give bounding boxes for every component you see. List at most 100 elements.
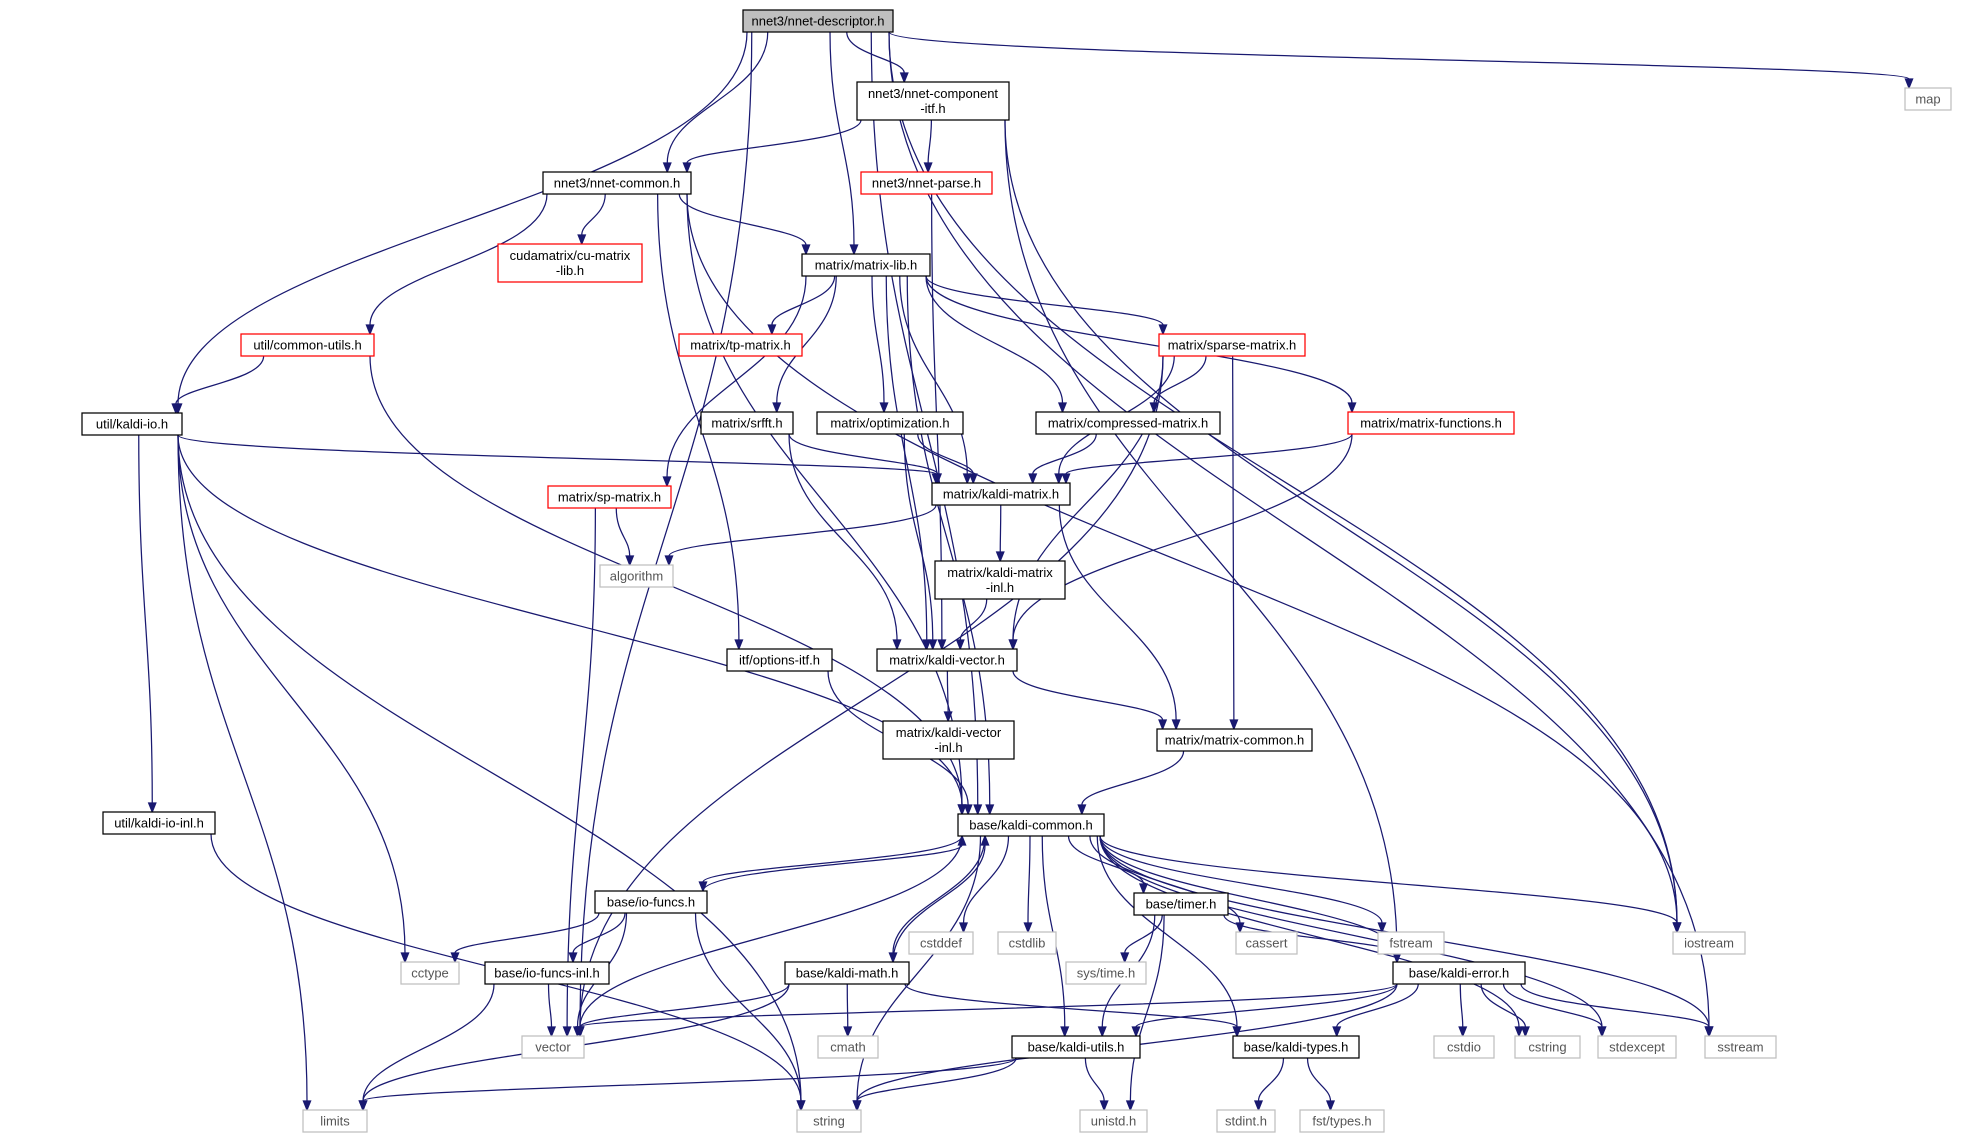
edge-compressed-matrix-to-kaldi-matrix <box>1028 433 1097 485</box>
node-label: nnet3/nnet-common.h <box>554 176 680 191</box>
node-tp-matrix[interactable]: matrix/tp-matrix.h <box>678 333 803 357</box>
edge-kaldi-error-to-kaldi-types <box>1332 983 1419 1038</box>
node-kaldi-error[interactable]: base/kaldi-error.h <box>1392 961 1526 985</box>
node-io-funcs[interactable]: base/io-funcs.h <box>594 890 708 914</box>
edge-nnet-common-to-matrix-lib <box>678 193 811 256</box>
node-matrix-common[interactable]: matrix/matrix-common.h <box>1156 728 1313 752</box>
node-compressed-matrix[interactable]: matrix/compressed-matrix.h <box>1035 411 1221 435</box>
node-cu-matrix-lib[interactable]: cudamatrix/cu-matrix-lib.h <box>497 243 643 283</box>
node-srfft[interactable]: matrix/srfft.h <box>700 411 794 435</box>
node-box <box>856 81 1010 121</box>
node-label: matrix/matrix-lib.h <box>815 258 918 273</box>
node-kaldi-matrix-inl[interactable]: matrix/kaldi-matrix-inl.h <box>934 560 1066 600</box>
edge-kaldi-utils-to-string <box>852 1057 1017 1112</box>
node-kaldi-io[interactable]: util/kaldi-io.h <box>81 412 183 436</box>
edge-kaldi-common-to-vector <box>575 835 963 1038</box>
node-box <box>1377 931 1445 955</box>
edge-matrix-lib-to-tp-matrix <box>767 275 836 336</box>
node-label: base/kaldi-utils.h <box>1028 1040 1125 1055</box>
edge-kaldi-matrix-to-matrix-common <box>1058 504 1181 731</box>
node-box <box>678 333 803 357</box>
node-nnet-descriptor[interactable]: nnet3/nnet-descriptor.h <box>742 9 894 33</box>
edge-kaldi-common-to-cstring <box>1099 835 1524 1038</box>
edge-matrix-lib-to-optimization <box>871 275 889 414</box>
node-label: cstddef <box>920 936 962 951</box>
node-label: fst/types.h <box>1312 1114 1371 1129</box>
node-label: stdexcept <box>1609 1040 1665 1055</box>
node-map: map <box>1904 87 1952 111</box>
node-sp-matrix[interactable]: matrix/sp-matrix.h <box>547 485 672 509</box>
node-kaldi-vector-inl[interactable]: matrix/kaldi-vector-inl.h <box>882 720 1015 760</box>
edge-optimization-to-kaldi-vector <box>903 433 938 651</box>
node-label: -itf.h <box>920 101 945 116</box>
node-box <box>1079 1109 1148 1133</box>
node-label: matrix/tp-matrix.h <box>690 338 790 353</box>
node-box <box>931 482 1071 506</box>
edge-srfft-to-kaldi-matrix <box>788 433 943 485</box>
node-kaldi-io-inl[interactable]: util/kaldi-io-inl.h <box>102 811 216 835</box>
node-io-funcs-inl[interactable]: base/io-funcs-inl.h <box>484 961 610 985</box>
node-box <box>860 171 993 195</box>
node-label: unistd.h <box>1091 1114 1137 1129</box>
edge-kaldi-io-to-cctype <box>177 434 410 964</box>
node-kaldi-math[interactable]: base/kaldi-math.h <box>784 961 910 985</box>
node-cctype: cctype <box>400 961 460 985</box>
edge-kaldi-matrix-to-algorithm <box>664 504 937 567</box>
node-box <box>1392 961 1526 985</box>
node-optimization[interactable]: matrix/optimization.h <box>816 411 964 435</box>
edge-srfft-to-kaldi-vector <box>788 433 902 651</box>
node-box <box>594 890 708 914</box>
edge-matrix-functions-to-kaldi-vector <box>1008 433 1353 651</box>
edge-io-funcs-to-io-funcs-inl <box>568 912 626 964</box>
node-nnet-component-itf[interactable]: nnet3/nnet-component-itf.h <box>856 81 1010 121</box>
node-common-utils[interactable]: util/common-utils.h <box>240 333 375 357</box>
edge-nnet-component-itf-to-iostream <box>1004 119 1682 934</box>
node-box <box>599 564 674 588</box>
node-fstream: fstream <box>1377 931 1445 955</box>
node-unistd: unistd.h <box>1079 1109 1148 1133</box>
node-nnet-parse[interactable]: nnet3/nnet-parse.h <box>860 171 993 195</box>
node-box <box>102 811 216 835</box>
edge-kaldi-io-to-string <box>177 434 806 1112</box>
node-box <box>801 253 931 277</box>
node-label: limits <box>320 1114 350 1129</box>
node-box <box>1216 1109 1276 1133</box>
node-box <box>742 9 894 33</box>
node-kaldi-matrix[interactable]: matrix/kaldi-matrix.h <box>931 482 1071 506</box>
node-box <box>726 648 833 672</box>
edge-kaldi-error-to-kaldi-utils <box>1131 983 1398 1038</box>
edge-matrix-lib-to-kaldi-matrix <box>899 275 972 485</box>
node-label: cudamatrix/cu-matrix <box>510 248 631 263</box>
node-nnet-common[interactable]: nnet3/nnet-common.h <box>542 171 692 195</box>
node-label: nnet3/nnet-descriptor.h <box>752 14 885 29</box>
node-timer[interactable]: base/timer.h <box>1133 892 1229 916</box>
node-options-itf[interactable]: itf/options-itf.h <box>726 648 833 672</box>
edge-nnet-descriptor-to-matrix-lib <box>829 31 859 256</box>
node-label: nnet3/nnet-component <box>868 86 998 101</box>
node-kaldi-utils[interactable]: base/kaldi-utils.h <box>1011 1035 1141 1059</box>
node-kaldi-common[interactable]: base/kaldi-common.h <box>957 813 1105 837</box>
node-label: -inl.h <box>986 580 1014 595</box>
node-box <box>1035 411 1221 435</box>
node-kaldi-types[interactable]: base/kaldi-types.h <box>1232 1035 1360 1059</box>
edge-io-funcs-to-kaldi-common <box>702 834 967 892</box>
node-matrix-functions[interactable]: matrix/matrix-functions.h <box>1347 411 1515 435</box>
node-label: matrix/kaldi-vector.h <box>889 653 1005 668</box>
node-matrix-lib[interactable]: matrix/matrix-lib.h <box>801 253 931 277</box>
node-kaldi-vector[interactable]: matrix/kaldi-vector.h <box>876 648 1018 672</box>
node-label: sys/time.h <box>1077 966 1136 981</box>
node-box <box>1704 1035 1777 1059</box>
edge-kaldi-utils-to-limits <box>358 1057 1017 1112</box>
node-box <box>302 1109 368 1133</box>
node-label: base/kaldi-error.h <box>1409 966 1509 981</box>
edge-sparse-matrix-to-compressed-matrix <box>1149 355 1207 414</box>
node-sparse-matrix[interactable]: matrix/sparse-matrix.h <box>1158 333 1306 357</box>
node-label: matrix/optimization.h <box>830 416 949 431</box>
edge-sparse-matrix-to-matrix-common <box>1229 355 1239 731</box>
edge-kaldi-types-to-stdint <box>1253 1057 1285 1112</box>
node-label: algorithm <box>610 569 663 584</box>
edge-kaldi-common-to-io-funcs <box>698 835 963 893</box>
node-cstddef: cstddef <box>908 931 974 955</box>
node-label: base/io-funcs.h <box>607 895 695 910</box>
edge-nnet-common-to-iostream <box>686 193 1682 934</box>
